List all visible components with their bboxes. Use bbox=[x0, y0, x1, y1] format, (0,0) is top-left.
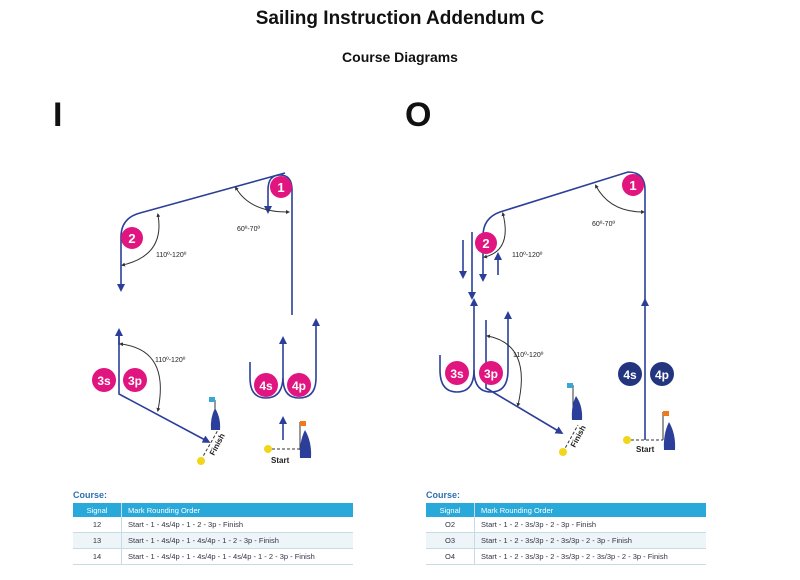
svg-text:2: 2 bbox=[482, 236, 489, 251]
course-i-start-label: Start bbox=[271, 456, 290, 465]
svg-text:3p: 3p bbox=[128, 374, 142, 388]
course-i-diagram bbox=[115, 172, 320, 443]
course-i-mark-4p: 4p bbox=[287, 373, 311, 397]
table-row: 12 Start - 1 - 4s/4p - 1 - 2 - 3p - Fini… bbox=[73, 517, 353, 533]
svg-text:3s: 3s bbox=[97, 374, 111, 388]
course-i-finish-label: Finish bbox=[208, 432, 227, 457]
course-i-gate-loop bbox=[249, 336, 287, 399]
course-o-start-boat bbox=[662, 411, 676, 450]
order-cell: Start - 1 - 2 - 3s/3p - 2 - 3s/3p - 2 - … bbox=[474, 532, 706, 549]
course-o-finish-pin bbox=[559, 448, 567, 456]
table-row: O4 Start - 1 - 2 - 3s/3p - 2 - 3s/3p - 2… bbox=[426, 548, 706, 565]
course-i-mark-4s: 4s bbox=[254, 373, 278, 397]
course-o-diagram bbox=[439, 171, 649, 440]
table-header-order: Mark Rounding Order bbox=[474, 503, 706, 517]
order-cell: Start - 1 - 2 - 3s/3p - 2 - 3s/3p - 2 - … bbox=[474, 548, 706, 565]
course-o-angle-arc-mark2 bbox=[483, 212, 506, 259]
table-header-order: Mark Rounding Order bbox=[121, 503, 353, 517]
signal-cell: 12 bbox=[73, 517, 122, 533]
course-o-mark-4s: 4s bbox=[618, 362, 642, 386]
svg-text:4p: 4p bbox=[655, 368, 669, 382]
course-o-mark-2: 2 bbox=[475, 232, 497, 254]
signal-cell: O4 bbox=[426, 548, 475, 565]
course-i-mark-2: 2 bbox=[121, 227, 143, 249]
document-subtitle: Course Diagrams bbox=[342, 49, 458, 65]
table-row: O2 Start - 1 - 2 - 3s/3p - 2 - 3p - Fini… bbox=[426, 517, 706, 533]
table-row: 14 Start - 1 - 4s/4p - 1 - 4s/4p - 1 - 4… bbox=[73, 548, 353, 565]
course-i-table-label: Course: bbox=[73, 490, 108, 500]
course-o-gate-loop bbox=[439, 298, 478, 393]
table-header-signal: Signal bbox=[426, 503, 475, 517]
course-i-angle-mark3-label: 110º-120º bbox=[155, 357, 186, 364]
svg-text:1: 1 bbox=[629, 178, 636, 193]
course-i-table: Signal Mark Rounding Order 12 Start - 1 … bbox=[73, 503, 353, 565]
course-i-mark-3p: 3p bbox=[123, 368, 147, 392]
document-title: Sailing Instruction Addendum C bbox=[255, 8, 545, 29]
course-i-mark-3s: 3s bbox=[92, 368, 116, 392]
course-o-angle-mark2-label: 110º-120º bbox=[512, 252, 543, 259]
svg-text:2: 2 bbox=[128, 231, 135, 246]
course-o-table: Signal Mark Rounding Order O2 Start - 1 … bbox=[426, 503, 706, 565]
signal-cell: 13 bbox=[73, 532, 122, 549]
course-o-start-pin bbox=[623, 436, 631, 444]
course-i-gate-loop-right bbox=[282, 318, 320, 399]
svg-text:1: 1 bbox=[277, 180, 284, 195]
order-cell: Start - 1 - 4s/4p - 1 - 4s/4p - 1 - 4s/4… bbox=[121, 548, 353, 565]
svg-text:3s: 3s bbox=[450, 367, 464, 381]
course-o-angle-top-label: 60º-70º bbox=[592, 221, 615, 228]
svg-text:4s: 4s bbox=[259, 379, 273, 393]
order-cell: Start - 1 - 4s/4p - 1 - 2 - 3p - Finish bbox=[121, 517, 353, 533]
svg-text:3p: 3p bbox=[484, 367, 498, 381]
course-i-start-boat bbox=[299, 421, 312, 458]
course-o-angle-mark3-label: 110º-120º bbox=[513, 352, 544, 359]
course-o-mark-3p: 3p bbox=[479, 361, 503, 385]
course-o-letter: O bbox=[405, 96, 432, 134]
svg-text:4s: 4s bbox=[623, 368, 637, 382]
course-o-leg-to-finish bbox=[485, 320, 564, 435]
course-i-start-pin bbox=[264, 445, 272, 453]
course-o-leg-reach bbox=[479, 171, 646, 300]
course-i-finish-boat bbox=[209, 397, 221, 430]
course-i-angle-arc-mark3 bbox=[119, 342, 161, 412]
course-o-table-label: Course: bbox=[426, 490, 461, 500]
course-i-angle-top-label: 60º-70º bbox=[237, 226, 260, 233]
signal-cell: O3 bbox=[426, 532, 475, 549]
order-cell: Start - 1 - 4s/4p - 1 - 4s/4p - 1 - 2 - … bbox=[121, 532, 353, 549]
table-row: O3 Start - 1 - 2 - 3s/3p - 2 - 3s/3p - 2… bbox=[426, 532, 706, 549]
course-i-angle-mark2-label: 110º-120º bbox=[156, 252, 187, 259]
svg-text:4p: 4p bbox=[292, 379, 306, 393]
course-o-start-label: Start bbox=[636, 445, 655, 454]
course-i-leg-to-finish bbox=[118, 332, 211, 443]
course-o-mark-1: 1 bbox=[622, 174, 644, 196]
course-o-mark-4p: 4p bbox=[650, 362, 674, 386]
course-o-angle-arc-top bbox=[595, 184, 645, 214]
table-row: 13 Start - 1 - 4s/4p - 1 - 4s/4p - 1 - 2… bbox=[73, 532, 353, 549]
course-i-mark-1: 1 bbox=[270, 176, 292, 198]
signal-cell: O2 bbox=[426, 517, 475, 533]
course-i-leg-reach bbox=[117, 172, 286, 292]
course-o-finish-boat bbox=[567, 383, 583, 420]
course-o-table-block: Course: Signal Mark Rounding Order O2 St… bbox=[426, 490, 706, 565]
course-i-angle-arc-top bbox=[234, 186, 290, 214]
course-o-finish-line bbox=[562, 424, 579, 453]
table-header-signal: Signal bbox=[73, 503, 122, 517]
course-i-finish-line bbox=[200, 429, 219, 461]
order-cell: Start - 1 - 2 - 3s/3p - 2 - 3p - Finish bbox=[474, 517, 706, 533]
course-i-table-block: Course: Signal Mark Rounding Order 12 St… bbox=[73, 490, 353, 565]
course-i-angle-arc-mark2 bbox=[121, 213, 161, 267]
course-i-letter: I bbox=[53, 96, 63, 134]
course-i-finish-pin bbox=[197, 457, 205, 465]
course-o-mark-3s: 3s bbox=[445, 361, 469, 385]
signal-cell: 14 bbox=[73, 548, 122, 565]
course-o-angle-arc-mark3 bbox=[486, 334, 522, 407]
